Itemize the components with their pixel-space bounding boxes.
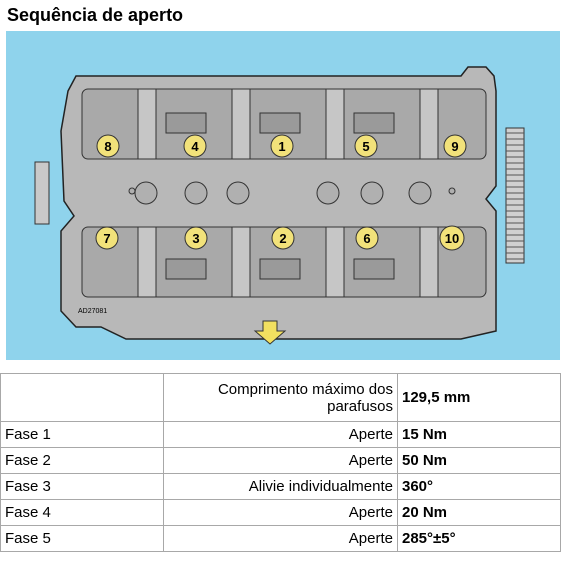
phase-cell: Fase 1 [0, 421, 164, 448]
bolt-number: 4 [191, 139, 199, 154]
value-cell: 285°±5° [397, 525, 561, 552]
header-label: Comprimento máximo dos parafusos [163, 373, 398, 422]
camshaft-gear [505, 127, 525, 264]
torque-table: Comprimento máximo dos parafusos 129,5 m… [0, 373, 561, 552]
bolt-marker: 1 [270, 134, 294, 158]
bolt-number: 10 [445, 231, 459, 246]
bolt-number: 6 [363, 231, 370, 246]
bolt-marker: 10 [439, 225, 465, 251]
phase-cell: Fase 3 [0, 473, 164, 500]
value-cell: 360° [397, 473, 561, 500]
value-cell: 15 Nm [397, 421, 561, 448]
bolt-marker: 7 [95, 226, 119, 250]
value-cell: 50 Nm [397, 447, 561, 474]
bolt-marker: 3 [184, 226, 208, 250]
action-cell: Alivie individualmente [163, 473, 398, 500]
bolt-number: 5 [362, 139, 369, 154]
side-plate-left [34, 161, 50, 225]
direction-arrow-icon [253, 320, 287, 345]
bolt-marker: 2 [271, 226, 295, 250]
bolt-marker: 6 [355, 226, 379, 250]
action-cell: Aperte [163, 421, 398, 448]
table-row: Fase 1 Aperte 15 Nm [0, 421, 561, 448]
bolt-number: 9 [451, 139, 458, 154]
bolt-number: 7 [103, 231, 110, 246]
table-row: Fase 5 Aperte 285°±5° [0, 525, 561, 552]
action-cell: Aperte [163, 525, 398, 552]
phase-cell: Fase 4 [0, 499, 164, 526]
table-row: Fase 4 Aperte 20 Nm [0, 499, 561, 526]
table-row: Fase 3 Alivie individualmente 360° [0, 473, 561, 500]
action-cell: Aperte [163, 447, 398, 474]
bolt-markers-bottom: 7 3 2 6 10 [95, 225, 465, 251]
bolt-marker: 5 [354, 134, 378, 158]
phase-cell: Fase 2 [0, 447, 164, 474]
bolt-marker: 9 [443, 134, 467, 158]
cylinder-head-illustration: AD27081 8 4 1 5 9 7 3 2 6 10 [34, 66, 525, 345]
bolt-number: 8 [104, 139, 111, 154]
value-cell: 20 Nm [397, 499, 561, 526]
page-title: Sequência de aperto [7, 5, 184, 25]
empty-cell [0, 373, 164, 422]
bolt-marker: 8 [96, 134, 120, 158]
header-value: 129,5 mm [397, 373, 561, 422]
bolt-number: 3 [192, 231, 199, 246]
bolt-number: 2 [279, 231, 286, 246]
table-row: Comprimento máximo dos parafusos 129,5 m… [0, 373, 561, 422]
figure-code: AD27081 [78, 308, 107, 315]
action-cell: Aperte [163, 499, 398, 526]
cylinder-head-diagram: AD27081 8 4 1 5 9 7 3 2 6 10 [6, 31, 560, 360]
bolt-markers-top: 8 4 1 5 9 [96, 134, 467, 158]
bolt-number: 1 [278, 139, 285, 154]
phase-cell: Fase 5 [0, 525, 164, 552]
bolt-marker: 4 [183, 134, 207, 158]
table-row: Fase 2 Aperte 50 Nm [0, 447, 561, 474]
